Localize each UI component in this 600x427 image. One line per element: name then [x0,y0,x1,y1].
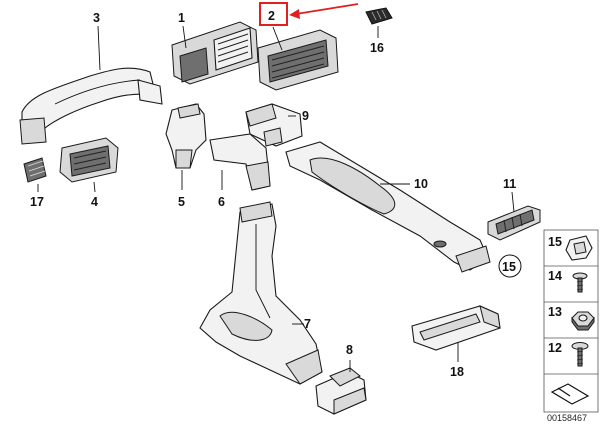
leader-2 [272,26,283,51]
callout-14: 14 [548,269,562,283]
leader-1 [182,25,187,49]
leader-4 [93,181,96,193]
callout-2: 2 [268,9,275,23]
part-15-clip[interactable] [565,235,593,261]
leader-11 [511,191,515,213]
part-14-screw[interactable] [572,272,588,293]
panel-symbol-icon [550,383,590,405]
part-4-vent[interactable] [59,137,119,183]
callout-10: 10 [414,177,428,191]
callout-12: 12 [548,341,562,355]
callout-1: 1 [178,11,185,25]
part-16-clip[interactable] [365,7,393,25]
callout-8: 8 [346,343,353,357]
callout-6: 6 [218,195,225,209]
callout-15-circle [498,254,522,278]
part-8-block[interactable] [315,367,367,415]
callout-15-secondary: 15 [502,260,516,274]
highlight-box [259,2,288,26]
part-11-vent[interactable] [487,205,541,241]
callout-3: 3 [93,11,100,25]
part-2-vent[interactable] [257,29,339,91]
callout-18: 18 [450,365,464,379]
callout-7: 7 [304,317,311,331]
part-12-screw[interactable] [571,342,589,367]
part-13-nut[interactable] [571,311,595,331]
callout-11: 11 [503,177,516,191]
callout-16: 16 [370,41,384,55]
highlight-arrow [289,3,359,19]
part-3-duct[interactable] [19,67,163,145]
part-1-vent[interactable] [171,21,259,85]
leader-3 [97,25,101,71]
part-18-duct[interactable] [411,305,501,351]
diagram-code: 00158467 [547,413,587,423]
part-9-duct[interactable] [245,103,303,147]
callout-9: 9 [302,109,309,123]
callout-17: 17 [30,195,44,209]
part-10-duct[interactable] [285,141,491,273]
callout-4: 4 [91,195,98,209]
callout-13: 13 [548,305,562,319]
callout-5: 5 [178,195,185,209]
part-17-grille[interactable] [23,157,47,183]
part-6-elbow[interactable] [209,133,271,191]
part-5-connector[interactable] [165,103,207,169]
part-7-floor-duct[interactable] [199,201,323,385]
callout-15: 15 [548,235,562,249]
